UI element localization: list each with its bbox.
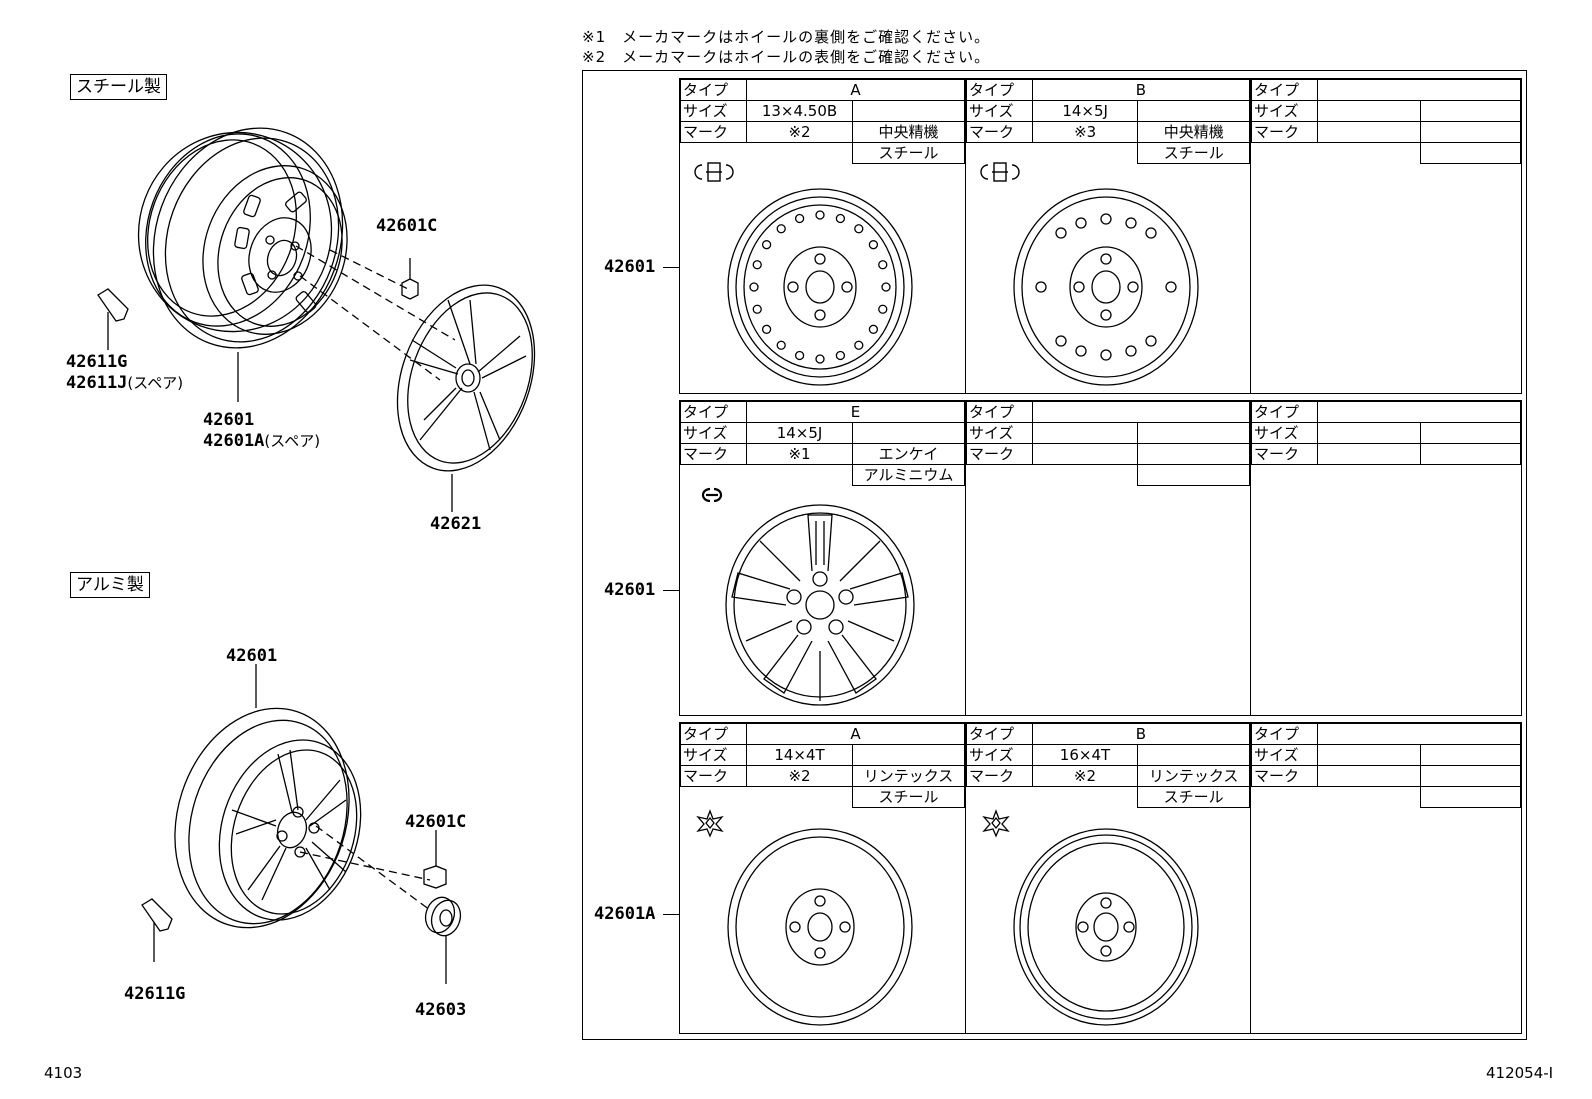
vent-hole (815, 210, 825, 220)
vent-hole (776, 224, 786, 234)
panel-r2-c3: タイプ サイズ マーク (1250, 400, 1522, 716)
vent-hole (835, 350, 846, 361)
wheel-type-table-frame (582, 70, 1527, 1040)
center-cap-part-number: 42603 (415, 1000, 467, 1020)
vent-hole (752, 260, 762, 270)
aluminum-wheel-part-number: 42601 (226, 646, 278, 666)
wheel-cap-part-number: 42621 (430, 514, 482, 534)
footer-figure-code: 412054-I (1486, 1064, 1554, 1082)
steel-wheel-part-number: 42601 (203, 410, 255, 430)
row-label-1: 42601 (604, 257, 656, 277)
vent-hole (815, 354, 825, 364)
steel-spare-wheel-part-number: 42601A(スペア) (203, 431, 321, 451)
chuo-seiki-logo-icon (694, 162, 734, 182)
wheel-r3-c2-drawing (1013, 828, 1199, 1026)
wheel-r3-c1-drawing (727, 828, 913, 1026)
wheel-r1-c2-drawing (1013, 188, 1199, 386)
section-aluminum-label: アルミ製 (70, 572, 150, 598)
panel-r2-c2: タイプ サイズ マーク (965, 400, 1251, 716)
wheel-r1-c1-drawing (727, 188, 913, 386)
enkei-logo-icon (701, 487, 723, 503)
vent-hole (854, 224, 864, 234)
vent-hole (752, 304, 762, 314)
footer-page-code: 4103 (44, 1064, 83, 1082)
vent-hole (868, 240, 879, 250)
aluminum-wheel-exploded-drawing (141, 664, 462, 984)
vent-hole (794, 350, 805, 361)
lintex-logo-icon (982, 809, 1010, 838)
vent-hole (749, 282, 759, 292)
vent-hole (878, 304, 888, 314)
steel-wheel-exploded-drawing (97, 127, 536, 512)
aluminum-valve-part-number: 42611G (124, 984, 186, 1004)
section-steel-label: スチール製 (70, 74, 167, 100)
lintex-logo-icon (696, 809, 724, 838)
vent-hole (761, 240, 772, 250)
steel-lug-nut-part-number: 42601C (376, 216, 438, 236)
note-1: ※1 メーカマークはホイールの裏側をご確認ください。 (582, 28, 991, 46)
vent-hole (868, 324, 879, 334)
steel-valve-part-number: 42611G (66, 352, 128, 372)
vent-hole (854, 340, 864, 350)
vent-hole (878, 260, 888, 270)
wheel-r2-c1-drawing (725, 504, 915, 706)
vent-hole (835, 213, 846, 224)
row-label-2: 42601 (604, 580, 656, 600)
vent-hole (794, 213, 805, 224)
aluminum-lug-nut-part-number: 42601C (405, 812, 467, 832)
vent-hole (761, 324, 772, 334)
panel-r1-c3: タイプ サイズ マーク (1250, 78, 1522, 394)
vent-hole (776, 340, 786, 350)
steel-spare-valve-part-number: 42611J(スペア) (66, 373, 184, 393)
row-label-3: 42601A (594, 904, 656, 924)
vent-hole (881, 282, 891, 292)
note-2: ※2 メーカマークはホイールの表側をご確認ください。 (582, 48, 991, 66)
panel-r3-c3: タイプ サイズ マーク (1250, 722, 1522, 1034)
chuo-seiki-logo-icon (980, 162, 1020, 182)
